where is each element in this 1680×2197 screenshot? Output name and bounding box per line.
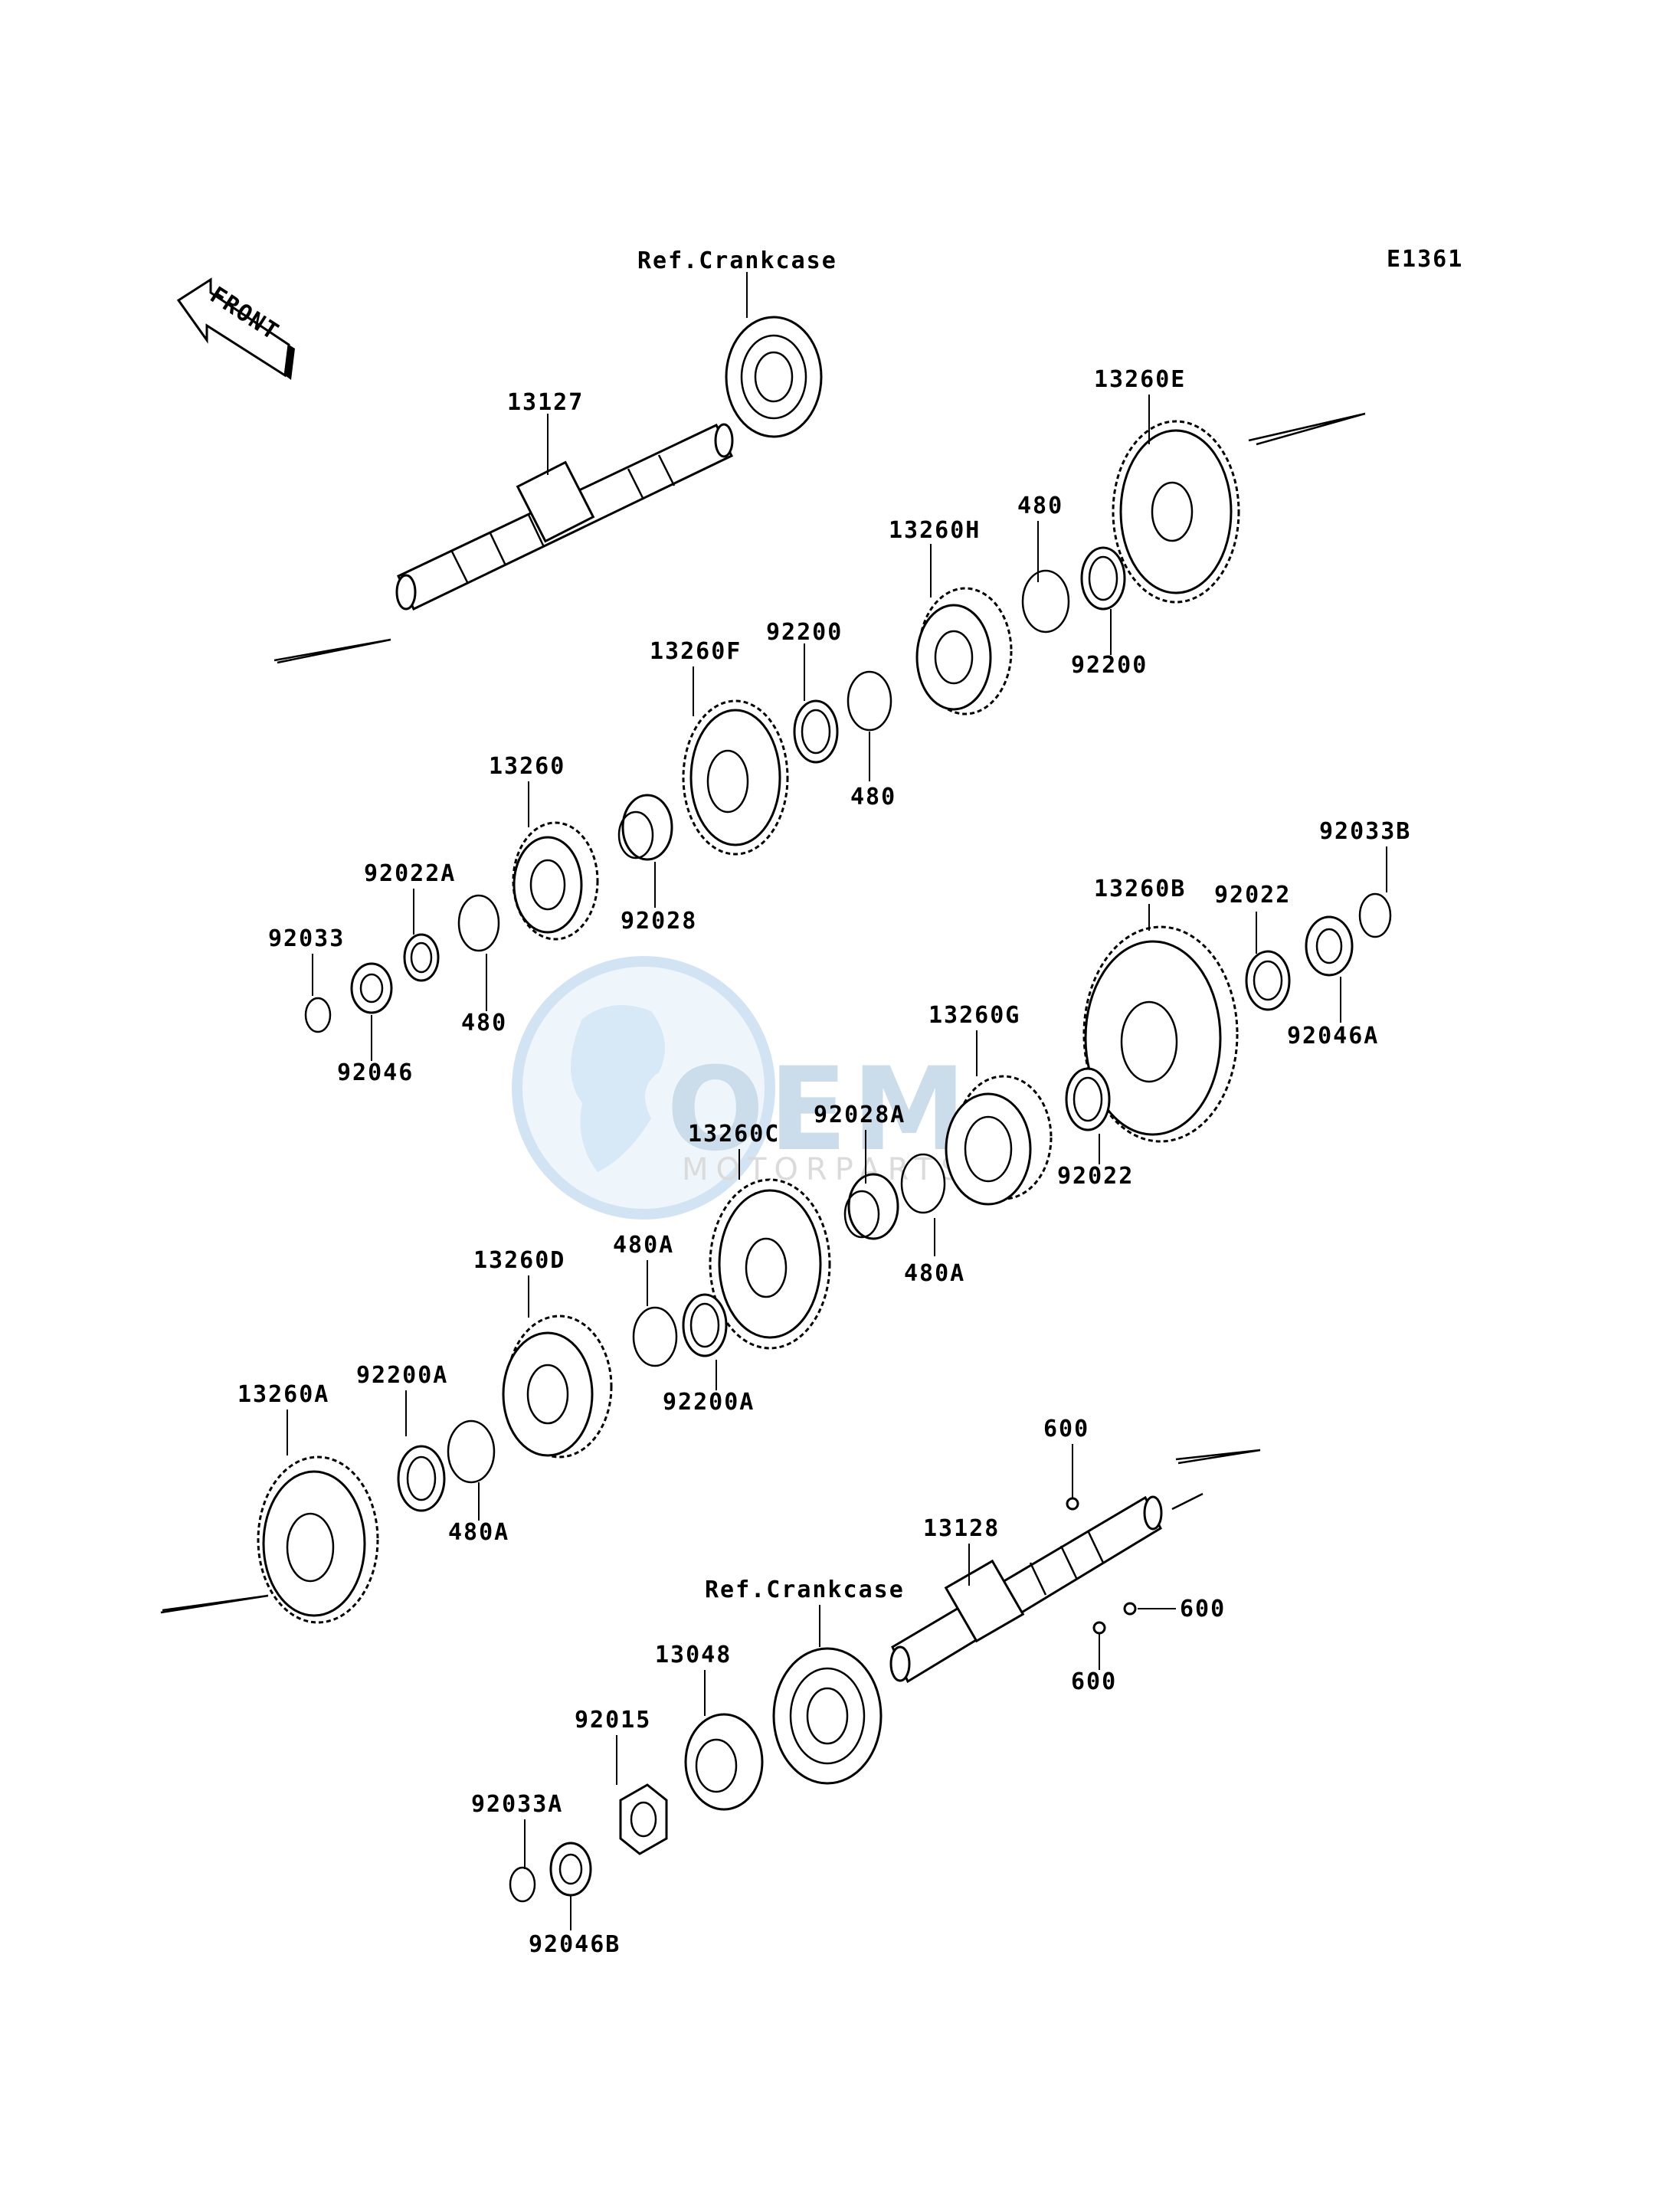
watermark: OEM MOTORPARTS [512, 956, 971, 1220]
label-600-bottom: 600 [1071, 1668, 1117, 1695]
gear-13260E [1112, 420, 1240, 604]
label-480A-left: 480A [448, 1519, 509, 1546]
label-600-top: 600 [1043, 1416, 1089, 1442]
circlip-92033 [304, 997, 332, 1033]
washer-92022-top [1245, 950, 1291, 1011]
circlip-92033B [1358, 892, 1392, 938]
sprocket-13048 [684, 1713, 764, 1811]
label-92200A-right: 92200A [663, 1389, 755, 1416]
washer-92200-top [1080, 546, 1126, 611]
needle-bearing-92046 [350, 962, 393, 1014]
label-13260D: 13260D [473, 1247, 565, 1274]
circlip-480-top [1021, 569, 1070, 634]
bearing-bottom [772, 1647, 883, 1785]
gear-13260C [709, 1178, 831, 1350]
label-13048: 13048 [655, 1642, 732, 1668]
washer-92200A-right [682, 1293, 728, 1357]
label-92033A: 92033A [471, 1791, 563, 1818]
label-13260H: 13260H [889, 517, 981, 544]
washer-92022-bottom [1065, 1067, 1111, 1131]
label-92028A: 92028A [814, 1102, 905, 1128]
gear-13260F [682, 699, 789, 856]
label-480A-mid: 480A [613, 1232, 674, 1259]
circlip-480A-right [900, 1153, 946, 1214]
label-92028: 92028 [621, 908, 697, 935]
diagram-code: E1361 [1387, 246, 1463, 273]
gear-13260D [502, 1315, 613, 1459]
circlip-92033A [509, 1866, 536, 1903]
label-480A-right: 480A [904, 1260, 965, 1287]
bearing-top [725, 316, 823, 438]
label-92022-bottom: 92022 [1057, 1163, 1134, 1190]
gear-13260B [1082, 925, 1239, 1143]
gear-13260 [512, 821, 599, 941]
gear-13260A [257, 1455, 379, 1624]
label-ref-crankcase-top: Ref.Crankcase [637, 247, 837, 274]
label-13260B: 13260B [1094, 876, 1186, 902]
front-arrow-icon: FRONT [176, 277, 295, 380]
label-480-left: 480 [461, 1010, 507, 1036]
label-92033B: 92033B [1319, 818, 1411, 845]
label-92046A: 92046A [1287, 1023, 1379, 1049]
circlip-480-mid [847, 670, 892, 732]
bushing-92028 [617, 794, 673, 861]
circlip-480A-left [447, 1419, 496, 1484]
label-92046B: 92046B [529, 1931, 621, 1958]
label-92200-mid: 92200 [766, 619, 843, 646]
leader-lines [287, 272, 1387, 1930]
label-92033: 92033 [268, 925, 345, 952]
label-ref-crankcase-bottom: Ref.Crankcase [705, 1577, 905, 1603]
label-92015: 92015 [575, 1707, 651, 1734]
washer-92200-mid [793, 699, 839, 764]
label-92200A-left: 92200A [356, 1362, 448, 1389]
label-13260C: 13260C [688, 1121, 780, 1148]
label-13128: 13128 [923, 1515, 1000, 1542]
needle-bearing-92046B [549, 1842, 592, 1897]
circlip-480-left [457, 894, 500, 952]
washer-92200A-left [397, 1445, 446, 1512]
needle-bearing-92046A [1305, 915, 1354, 977]
label-92022A: 92022A [364, 860, 456, 887]
label-13260E: 13260E [1094, 366, 1186, 393]
label-13260F: 13260F [650, 638, 742, 665]
label-92046: 92046 [337, 1059, 414, 1086]
output-shaft-13128 [889, 1495, 1163, 1684]
label-13260G: 13260G [928, 1002, 1020, 1029]
label-13127: 13127 [507, 389, 584, 416]
label-92022-top: 92022 [1214, 882, 1291, 909]
label-13260: 13260 [489, 753, 565, 780]
label-480-top: 480 [1017, 493, 1063, 519]
circlip-480A-mid [632, 1306, 678, 1367]
watermark-tagline: MOTORPARTS [682, 1152, 968, 1187]
gear-13260G [945, 1075, 1053, 1206]
gear-13260H [915, 587, 1013, 715]
washer-92022A [403, 933, 440, 982]
label-13260A: 13260A [237, 1381, 329, 1408]
bushing-92028A [843, 1173, 899, 1240]
label-600-right: 600 [1180, 1596, 1226, 1622]
part-labels: Ref.Crankcase 13127 13260E 480 13260H 92… [237, 247, 1411, 1958]
ball-600-icon [1066, 1497, 1137, 1635]
watermark-brand: OEM [666, 1043, 971, 1177]
nut-92015 [619, 1783, 668, 1855]
label-92200-right: 92200 [1071, 652, 1148, 679]
main-shaft-13127 [395, 423, 734, 611]
label-480-mid: 480 [850, 784, 896, 810]
